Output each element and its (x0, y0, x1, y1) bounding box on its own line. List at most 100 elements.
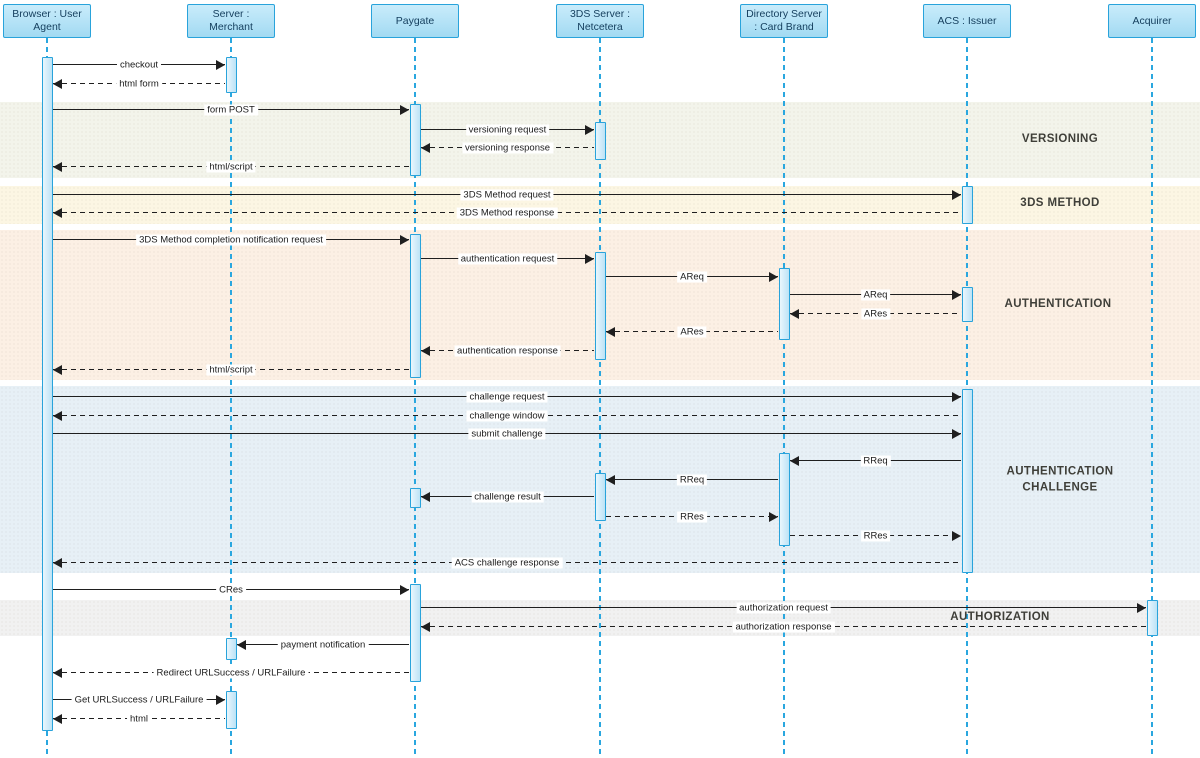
message-label: form POST (204, 104, 258, 116)
participant-directory-server-card-brand: Directory Server : Card Brand (740, 4, 828, 38)
phase-label-line: AUTHORIZATION (950, 611, 1050, 624)
message-label: AReq (860, 289, 891, 301)
message-challenge-result: challenge result (421, 491, 594, 503)
message-arrowhead (400, 234, 409, 245)
message-label: authentication response (454, 345, 561, 357)
phase-label: AUTHORIZATION (950, 610, 1050, 626)
participant-acs-issuer: ACS : Issuer (923, 4, 1011, 38)
message-redirect-urlsuccess-urlfailure: Redirect URLSuccess / URLFailure (53, 667, 409, 679)
activation-bar-paygate (409, 584, 421, 682)
participant-label: 3DS Server : Netcetera (569, 8, 631, 33)
message-arrowhead (585, 124, 594, 135)
message-arrowhead (53, 364, 62, 375)
message-arrowhead (952, 189, 961, 200)
message-label: challenge window (466, 410, 548, 422)
message-arrowhead (237, 639, 246, 650)
activation-bar-acquirer (1146, 600, 1158, 636)
activation-bar-server-merchant (225, 57, 237, 93)
phase-label-line: AUTHENTICATION (1004, 298, 1112, 311)
participant-acquirer: Acquirer (1108, 4, 1196, 38)
message-3ds-method-completion-notification-request: 3DS Method completion notification reque… (53, 234, 409, 246)
message-arrowhead (952, 428, 961, 439)
message-label: CRes (216, 584, 246, 596)
message-label: html (127, 713, 151, 725)
message-submit-challenge: submit challenge (53, 428, 961, 440)
message-html-form: html form (53, 78, 225, 90)
message-label: submit challenge (468, 428, 546, 440)
message-arrowhead (53, 161, 62, 172)
activation-bar-server-merchant (225, 638, 237, 660)
message-areq: AReq (790, 289, 961, 301)
message-arrowhead (1137, 602, 1146, 613)
activation-bar-3ds-server-netcetera (594, 122, 606, 160)
message-label: ARes (677, 326, 707, 338)
activation-bar-browser-user-agent (41, 57, 53, 731)
message-html-script: html/script (53, 364, 409, 376)
lifeline-server-merchant (230, 38, 232, 758)
activation-bar-directory-server-card-brand (778, 453, 790, 546)
message-challenge-request: challenge request (53, 391, 961, 403)
message-get-urlsuccess-urlfailure: Get URLSuccess / URLFailure (53, 694, 225, 706)
activation-bar-directory-server-card-brand (778, 268, 790, 340)
message-label: versioning request (465, 124, 550, 136)
activation-bar-3ds-server-netcetera (594, 473, 606, 521)
lifeline-3ds-server-netcetera (599, 38, 601, 758)
activation-bar-3ds-server-netcetera (594, 252, 606, 360)
message-arrowhead (585, 253, 594, 264)
participant-label: ACS : Issuer (937, 14, 997, 27)
message-versioning-request: versioning request (421, 124, 594, 136)
message-arrowhead (421, 491, 430, 502)
phase-label: 3DS METHOD (1020, 196, 1099, 212)
message-authorization-request: authorization request (421, 602, 1146, 614)
lifeline-directory-server-card-brand (783, 38, 785, 758)
message-arrowhead (790, 455, 799, 466)
message-arrowhead (606, 474, 615, 485)
message-arrowhead (421, 142, 430, 153)
message-label: payment notification (277, 639, 369, 651)
message-label: Redirect URLSuccess / URLFailure (153, 667, 309, 679)
message-label: RRes (860, 530, 891, 542)
message-arrowhead (400, 104, 409, 115)
activation-bar-paygate (409, 234, 421, 378)
message-arrowhead (606, 326, 615, 337)
message-arrowhead (216, 59, 225, 70)
phase-label-line: AUTHENTICATION (1006, 465, 1114, 478)
message-arrowhead (769, 511, 778, 522)
message-label: 3DS Method request (460, 189, 554, 201)
message-html: html (53, 713, 225, 725)
message-arrowhead (769, 271, 778, 282)
message-ares: ARes (790, 308, 961, 320)
message-label: 3DS Method completion notification reque… (136, 234, 326, 246)
message-label: ACS challenge response (451, 557, 563, 569)
message-arrowhead (53, 207, 62, 218)
participant-label: Server : Merchant (209, 8, 253, 33)
message-rreq: RReq (606, 474, 778, 486)
message-label: challenge result (471, 491, 544, 503)
message-label: authorization response (732, 621, 835, 633)
message-authentication-request: authentication request (421, 253, 594, 265)
message-acs-challenge-response: ACS challenge response (53, 557, 961, 569)
message-label: authorization request (736, 602, 831, 614)
message-arrowhead (216, 694, 225, 705)
message-arrowhead (53, 667, 62, 678)
message-label: html/script (206, 364, 256, 376)
message-rres: RRes (790, 530, 961, 542)
message-3ds-method-request: 3DS Method request (53, 189, 961, 201)
activation-bar-acs-issuer (961, 389, 973, 573)
message-authentication-response: authentication response (421, 345, 594, 357)
message-label: checkout (116, 59, 162, 71)
message-ares: ARes (606, 326, 778, 338)
message-arrowhead (952, 530, 961, 541)
message-arrowhead (421, 621, 430, 632)
activation-bar-acs-issuer (961, 186, 973, 224)
participant-label: Directory Server : Card Brand (746, 8, 822, 33)
message-authorization-response: authorization response (421, 621, 1146, 633)
message-label: html form (116, 78, 162, 90)
message-label: 3DS Method response (456, 207, 558, 219)
message-cres: CRes (53, 584, 409, 596)
activation-bar-paygate (409, 488, 421, 508)
phase-label-line: VERSIONING (1021, 133, 1099, 146)
message-label: RReq (676, 474, 708, 486)
